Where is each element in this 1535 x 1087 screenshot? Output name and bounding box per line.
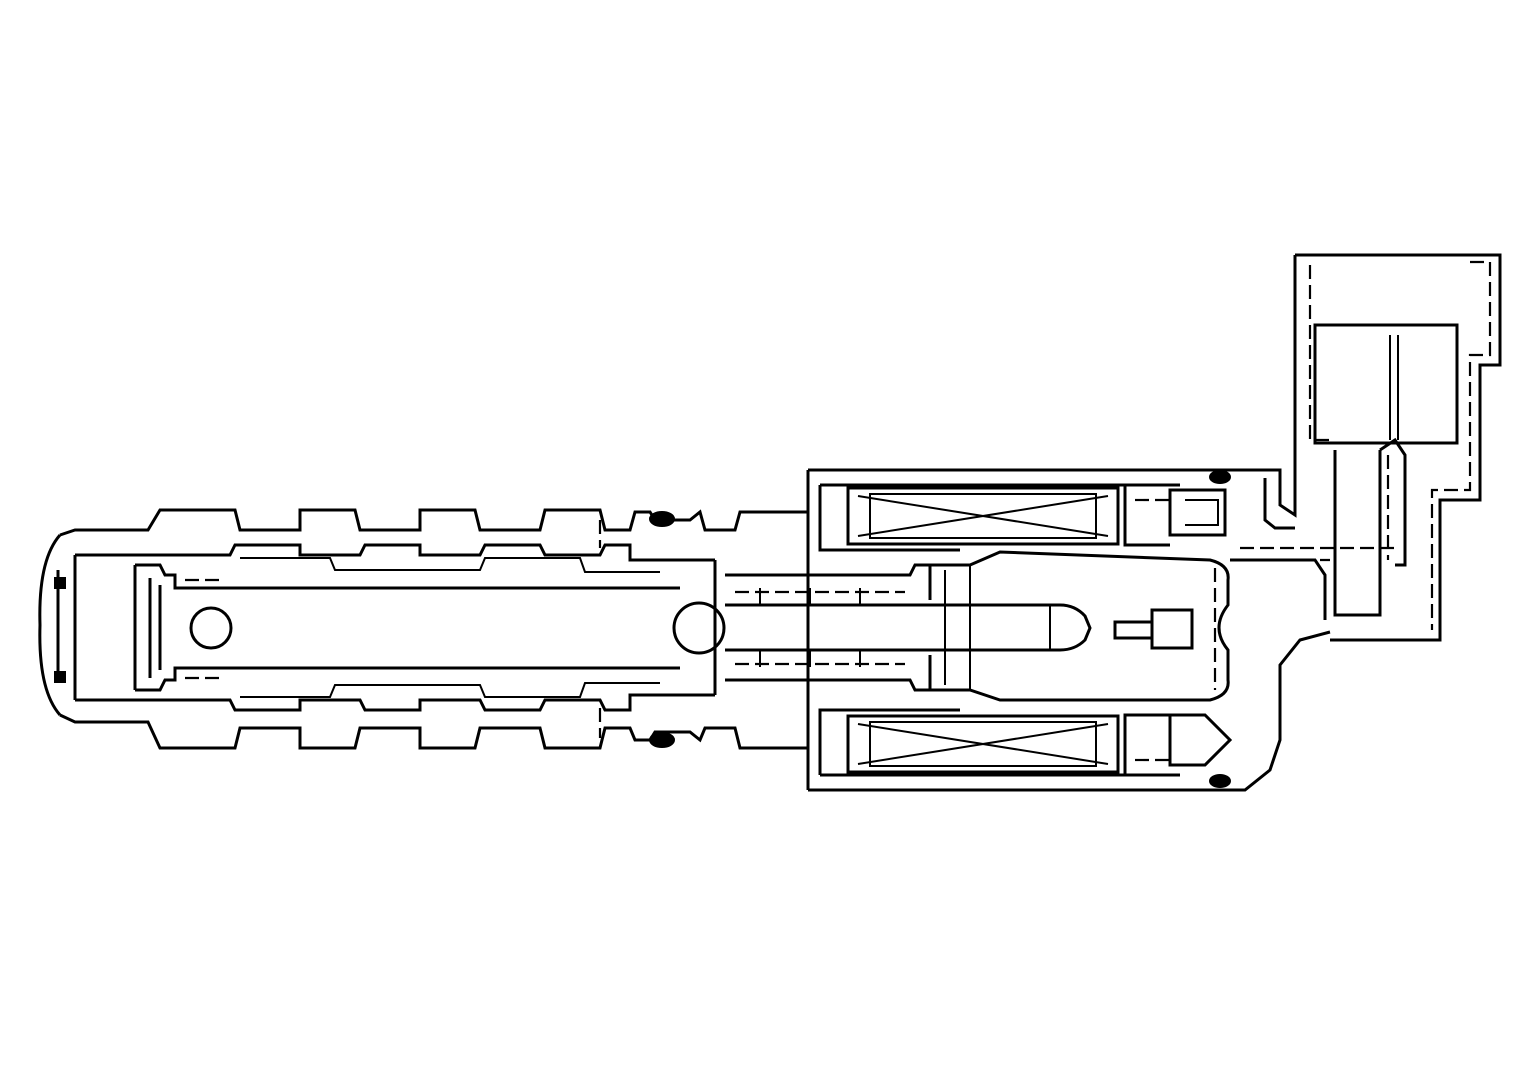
o-ring-top-right [1209,470,1231,484]
solenoid-housing [806,468,1331,792]
check-ball [672,601,726,655]
coil-winding-bottom [846,714,1120,774]
coil-winding-top [846,486,1120,546]
o-ring-seals [649,470,1231,788]
terminal-clips [1168,488,1233,767]
valve-spool [133,563,726,692]
connector-cavity [1313,323,1459,445]
push-rod-assembly [713,560,1092,695]
spool-port-hole [189,606,233,650]
electrical-connector [1230,253,1502,642]
o-ring-bottom-right [1209,774,1231,788]
armature [930,550,1230,702]
o-ring-top [649,511,675,527]
armature-stop [1150,608,1194,650]
valve-body [38,508,808,750]
o-ring-bottom [649,732,675,748]
